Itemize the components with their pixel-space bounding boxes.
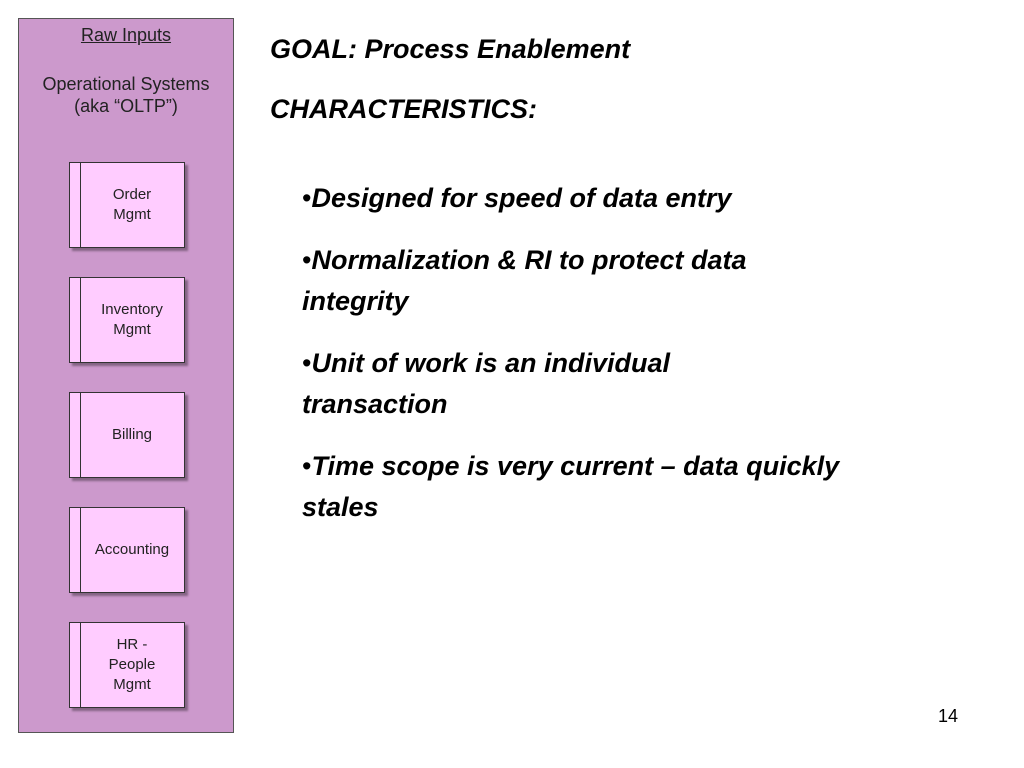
bullet-mark: • (302, 183, 312, 213)
bullet-mark: • (302, 348, 312, 378)
list-item: •Unit of work is an individual transacti… (302, 343, 782, 425)
system-box-billing: Billing (69, 392, 185, 478)
list-item: •Normalization & RI to protect data inte… (302, 240, 802, 322)
system-box-hr-people-mgmt: HR - People Mgmt (69, 622, 185, 708)
system-label: HR - People Mgmt (108, 636, 156, 693)
system-box-order-mgmt: Order Mgmt (69, 162, 185, 248)
characteristics-heading: CHARACTERISTICS: (270, 94, 537, 124)
panel-title: Raw Inputs (80, 25, 172, 45)
page-number: 14 (938, 706, 959, 726)
panel-subtitle: Operational Systems (aka “OLTP”) (42, 74, 210, 116)
list-item: •Designed for speed of data entry (302, 178, 882, 219)
list-item: •Time scope is very current – data quick… (302, 446, 862, 528)
system-label: Billing (111, 426, 153, 443)
operational-systems-panel: Raw Inputs Operational Systems (aka “OLT… (18, 18, 234, 733)
bullet-text: Time scope is very current – data quickl… (302, 451, 840, 522)
bullet-mark: • (302, 245, 312, 275)
bullet-text: Unit of work is an individual transactio… (302, 348, 670, 419)
bullet-text: Designed for speed of data entry (311, 183, 732, 213)
goal-heading: GOAL: Process Enablement (270, 34, 631, 64)
system-label: Accounting (94, 541, 170, 558)
system-label: Inventory Mgmt (101, 301, 163, 338)
bullet-text: Normalization & RI to protect data integ… (302, 245, 747, 316)
characteristics-list: •Designed for speed of data entry •Norma… (302, 178, 882, 549)
system-box-inventory-mgmt: Inventory Mgmt (69, 277, 185, 363)
system-box-accounting: Accounting (69, 507, 185, 593)
bullet-mark: • (302, 451, 312, 481)
system-label: Order Mgmt (112, 186, 152, 223)
